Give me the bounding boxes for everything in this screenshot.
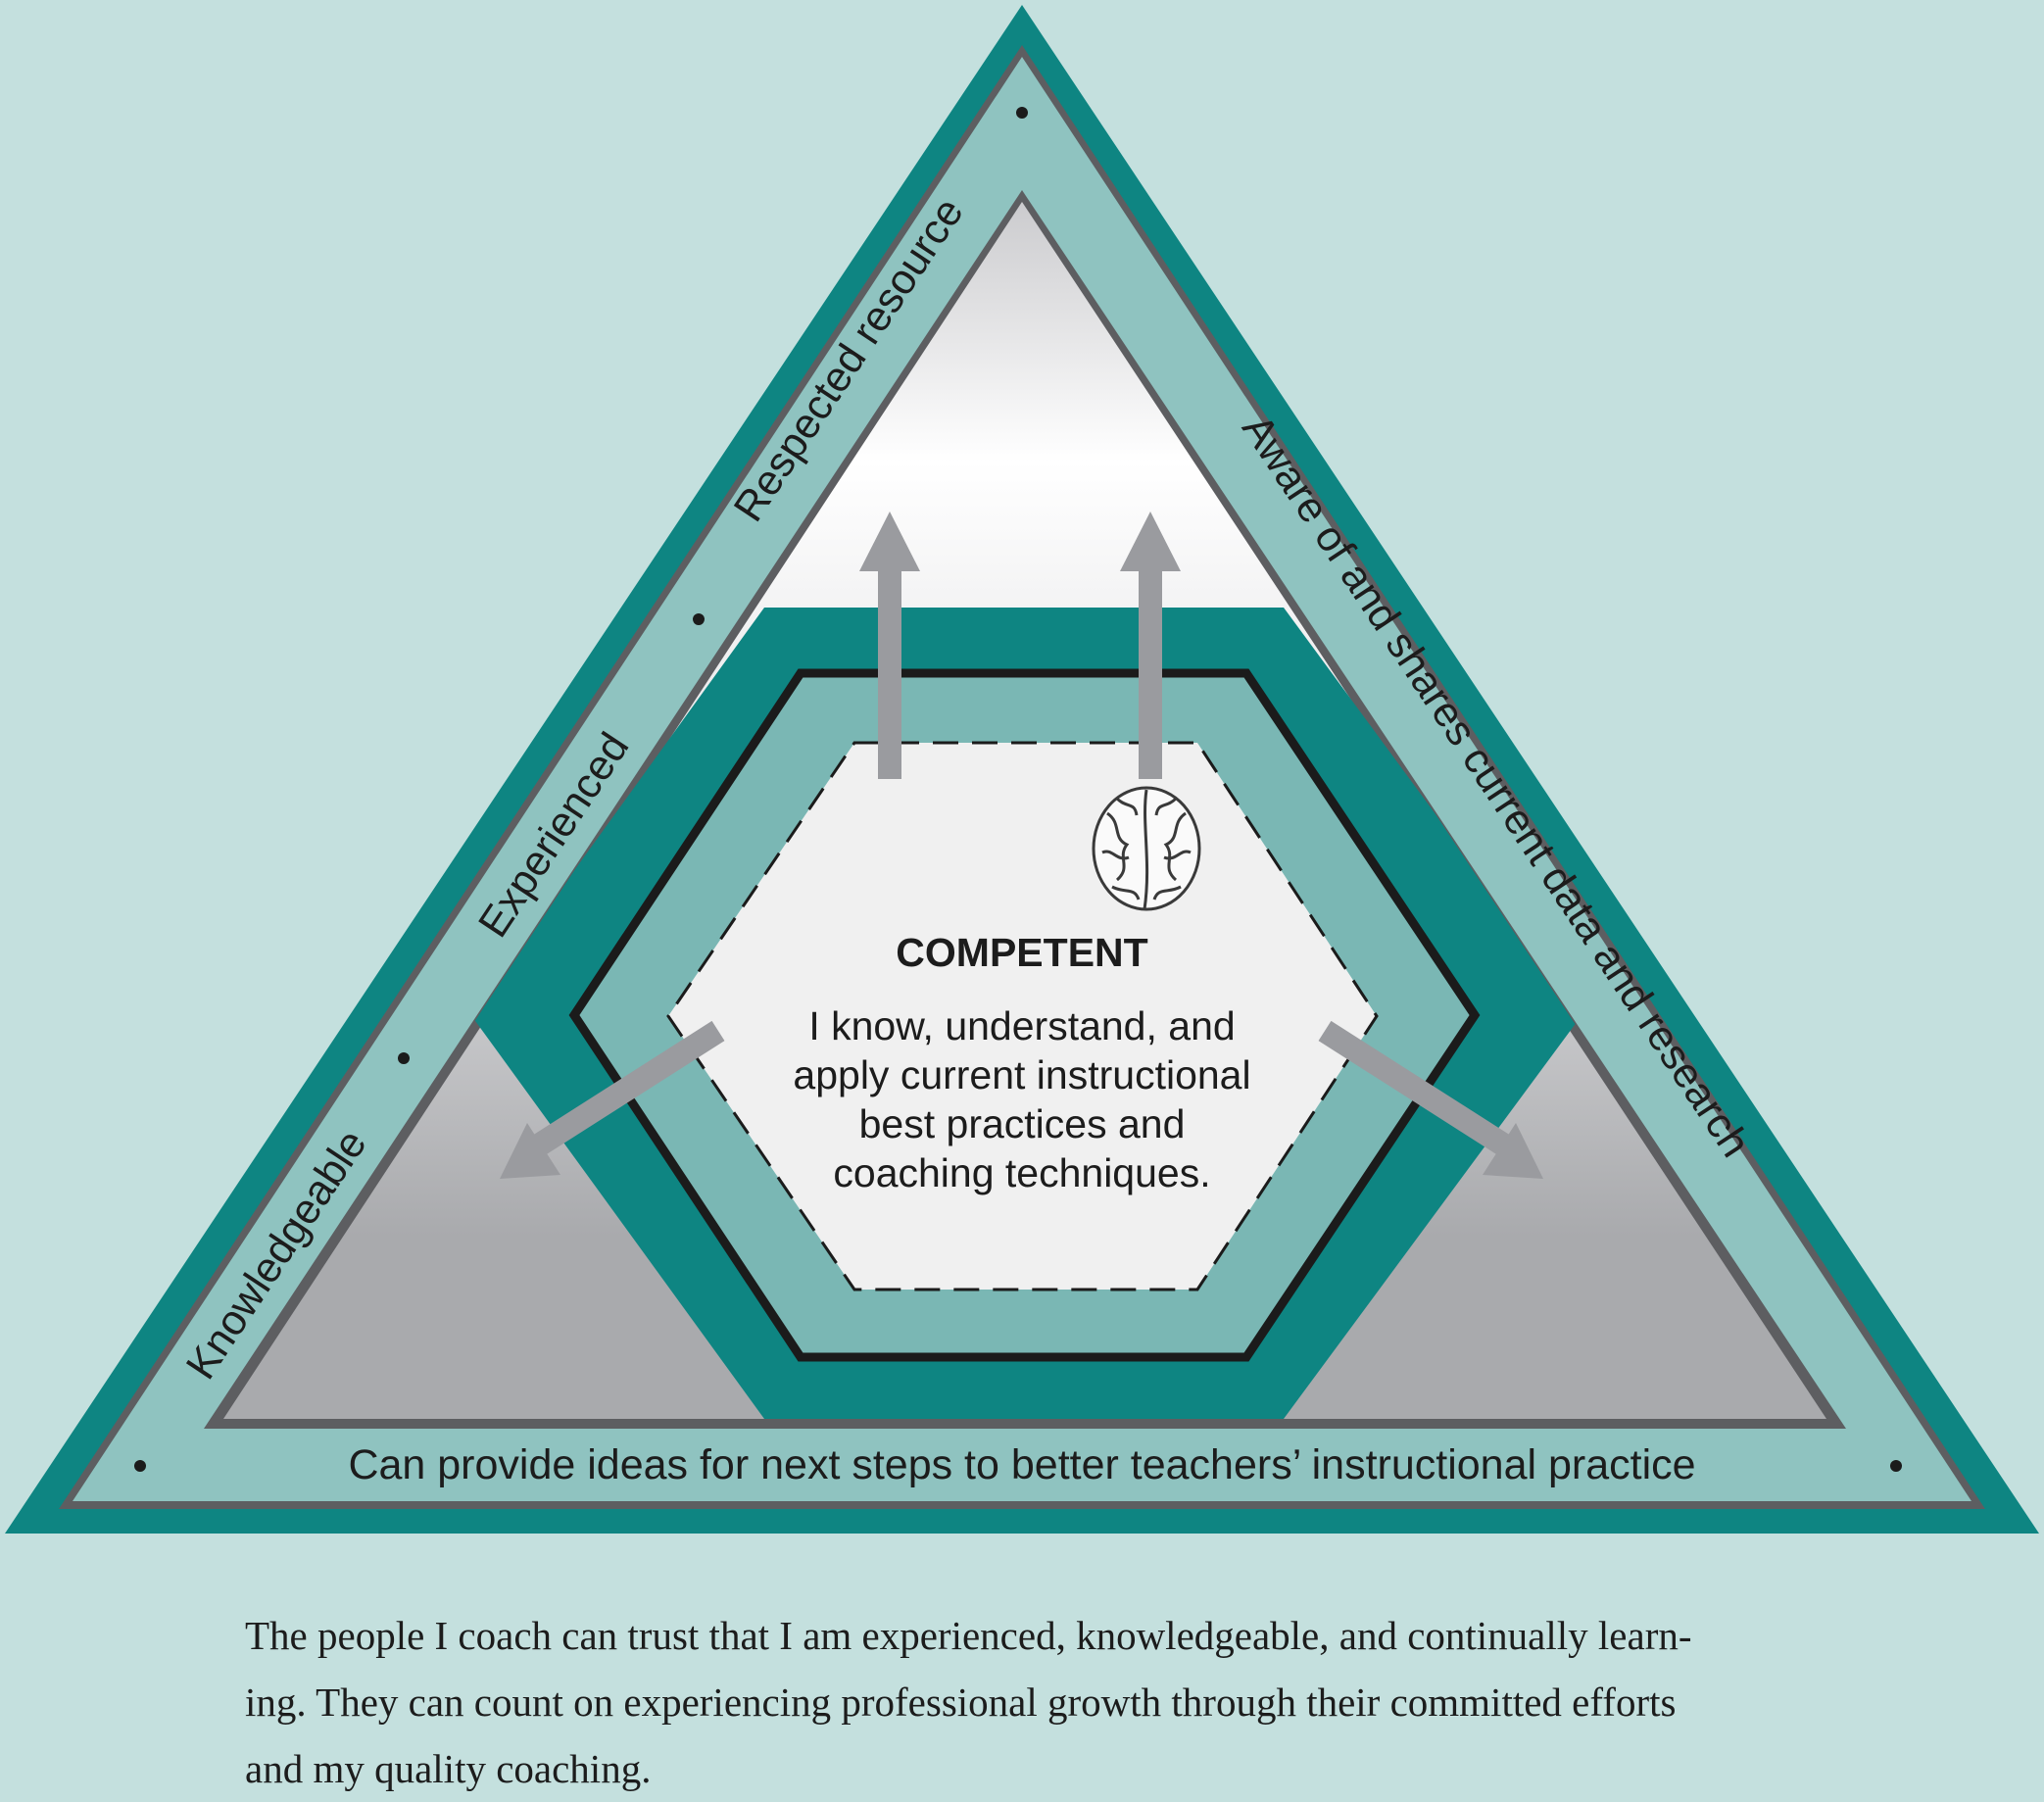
caption-line: ing. They can count on experiencing prof… [245,1680,1677,1725]
competent-triangle-diagram: Respected resource Experienced Knowledge… [5,5,2039,1534]
arrow-down-left-icon [500,1020,725,1179]
caption-paragraph: The people I coach can trust that I am e… [245,1602,1852,1802]
center-line-2: apply current instructional [793,1052,1250,1097]
center-line-1: I know, understand, and [808,1003,1235,1048]
bullet-dot-icon [134,1460,146,1472]
caption-line: The people I coach can trust that I am e… [245,1613,1692,1658]
bullet-dot-icon [1016,107,1028,119]
bullet-dot-icon [398,1052,410,1064]
caption-line: and my quality coaching. [245,1746,652,1791]
center-heading: COMPETENT [896,930,1147,975]
bullet-dot-icon [1890,1460,1902,1472]
center-line-3: best practices and [859,1101,1186,1146]
arrow-up-icon [1120,511,1181,779]
arrow-down-right-icon [1318,1020,1543,1179]
label-next-steps: Can provide ideas for next steps to bett… [348,1441,1695,1488]
bullet-dot-icon [693,613,705,625]
center-line-4: coaching techniques. [833,1150,1210,1195]
brain-icon [1092,786,1201,911]
hexagon-center [666,741,1379,1291]
arrow-up-icon [859,511,920,779]
